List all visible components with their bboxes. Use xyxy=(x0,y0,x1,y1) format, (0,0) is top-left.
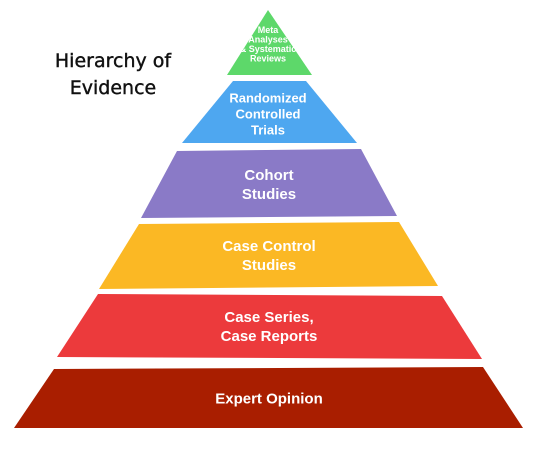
tier-label-line: Trials xyxy=(251,123,285,138)
tier-shape xyxy=(14,367,523,428)
tier-label-line: Reviews xyxy=(250,53,286,63)
tier-shape xyxy=(99,222,438,289)
tier-label-line: Analyses xyxy=(248,34,288,44)
pyramid-tier-6: Expert Opinion xyxy=(14,367,523,428)
pyramid-tier-5: Case Series, Case Reports xyxy=(57,294,482,359)
tier-label-line: Studies xyxy=(242,257,296,274)
tier-shape xyxy=(141,149,397,218)
tier-label-line: Randomized xyxy=(229,91,306,106)
tier-shape xyxy=(182,81,357,143)
tier-label-line: Cohort xyxy=(244,167,293,184)
diagram-title: Hierarchy of Evidence xyxy=(38,48,188,102)
tier-label-line: & Systematic xyxy=(240,44,297,54)
title-line-2: Evidence xyxy=(69,77,157,99)
title-line-1: Hierarchy of xyxy=(54,50,172,72)
tier-label-line: Case Control xyxy=(222,238,315,255)
tier-shape xyxy=(57,294,482,359)
tier-label-line: Expert Opinion xyxy=(215,391,323,408)
tier-label-line: Case Reports xyxy=(221,328,318,345)
tier-label-line: Case Series, xyxy=(224,309,313,326)
tier-label-line: Meta xyxy=(258,25,279,35)
tier-label-line: Controlled xyxy=(236,107,301,122)
tier-shape xyxy=(227,10,312,75)
tier-label-line: Studies xyxy=(242,186,296,203)
